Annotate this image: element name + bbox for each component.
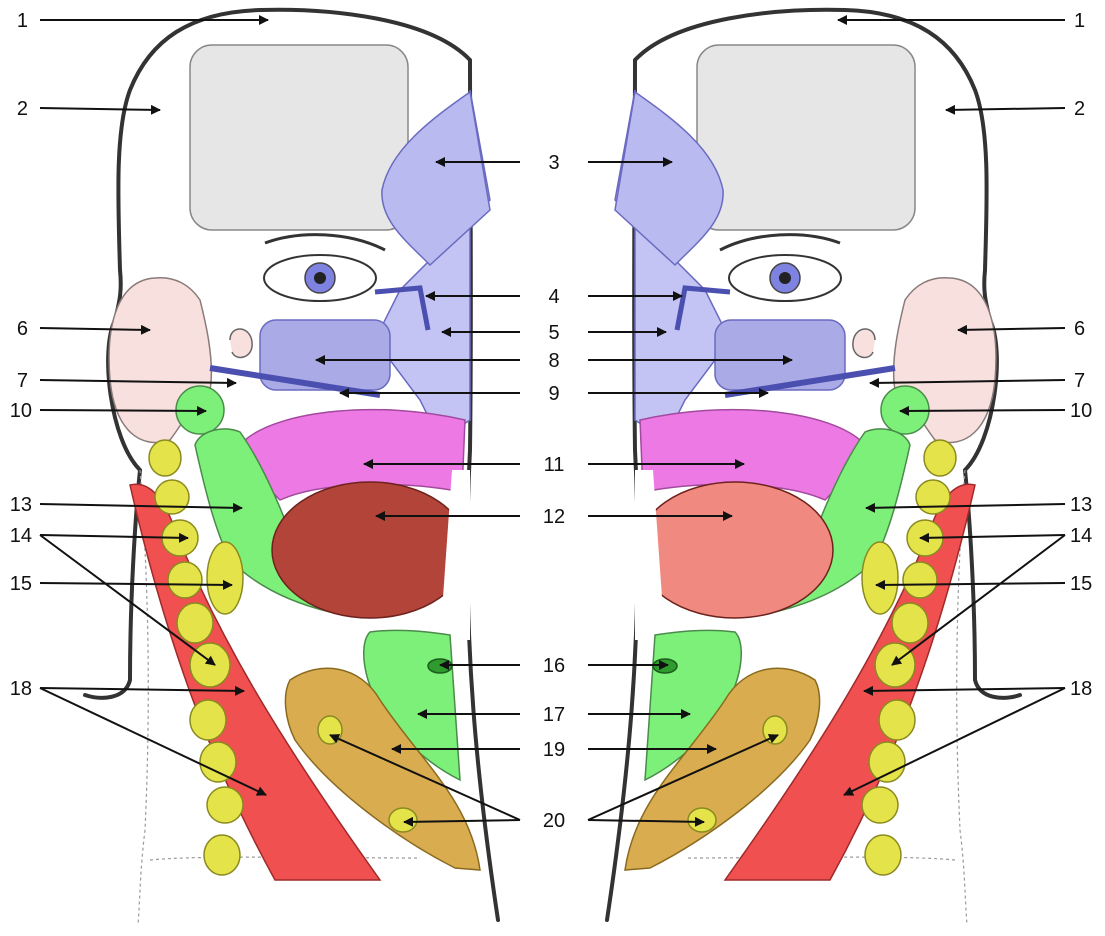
label-17: 17 bbox=[543, 704, 565, 726]
left-eyebrow bbox=[265, 235, 385, 250]
left-node-20b bbox=[389, 808, 417, 832]
label-18-left: 18 bbox=[10, 678, 32, 700]
label-15-right: 15 bbox=[1070, 573, 1092, 595]
left-node-15 bbox=[207, 542, 243, 614]
label-7-left: 7 bbox=[17, 370, 28, 392]
label-7-right: 7 bbox=[1074, 370, 1085, 392]
label-2-left: 2 bbox=[17, 98, 28, 120]
arrow-2-left bbox=[40, 108, 160, 110]
left-ear-curl bbox=[230, 329, 252, 357]
left-skull-region bbox=[190, 45, 408, 230]
label-15-left: 15 bbox=[10, 573, 32, 595]
label-1-right: 1 bbox=[1074, 10, 1085, 32]
label-6-left: 6 bbox=[17, 318, 28, 340]
left-head bbox=[85, 10, 498, 925]
label-4: 4 bbox=[548, 286, 559, 308]
label-16: 16 bbox=[543, 655, 565, 677]
left-pupil bbox=[314, 272, 326, 284]
label-19: 19 bbox=[543, 739, 565, 761]
label-9: 9 bbox=[548, 383, 559, 405]
label-8: 8 bbox=[548, 350, 559, 372]
label-5: 5 bbox=[548, 322, 559, 344]
label-1-left: 1 bbox=[17, 10, 28, 32]
right-head bbox=[607, 10, 1020, 925]
label-20: 20 bbox=[543, 810, 565, 832]
label-3: 3 bbox=[548, 152, 559, 174]
label-2-right: 2 bbox=[1074, 98, 1085, 120]
label-13-left: 13 bbox=[10, 494, 32, 516]
label-14-left: 14 bbox=[10, 525, 32, 547]
label-13-right: 13 bbox=[1070, 494, 1092, 516]
left-region-12 bbox=[272, 482, 468, 618]
label-10-left: 10 bbox=[10, 400, 32, 422]
arrow-2-right bbox=[946, 108, 1065, 110]
label-11: 11 bbox=[544, 454, 565, 476]
label-14-right: 14 bbox=[1070, 525, 1092, 547]
label-10-right: 10 bbox=[1070, 400, 1092, 422]
arrow-10-left bbox=[40, 410, 206, 411]
label-18-right: 18 bbox=[1070, 678, 1092, 700]
label-12: 12 bbox=[543, 506, 565, 528]
arrow-10-right bbox=[900, 410, 1065, 411]
arrow-15-left bbox=[40, 583, 232, 585]
label-6-right: 6 bbox=[1074, 318, 1085, 340]
